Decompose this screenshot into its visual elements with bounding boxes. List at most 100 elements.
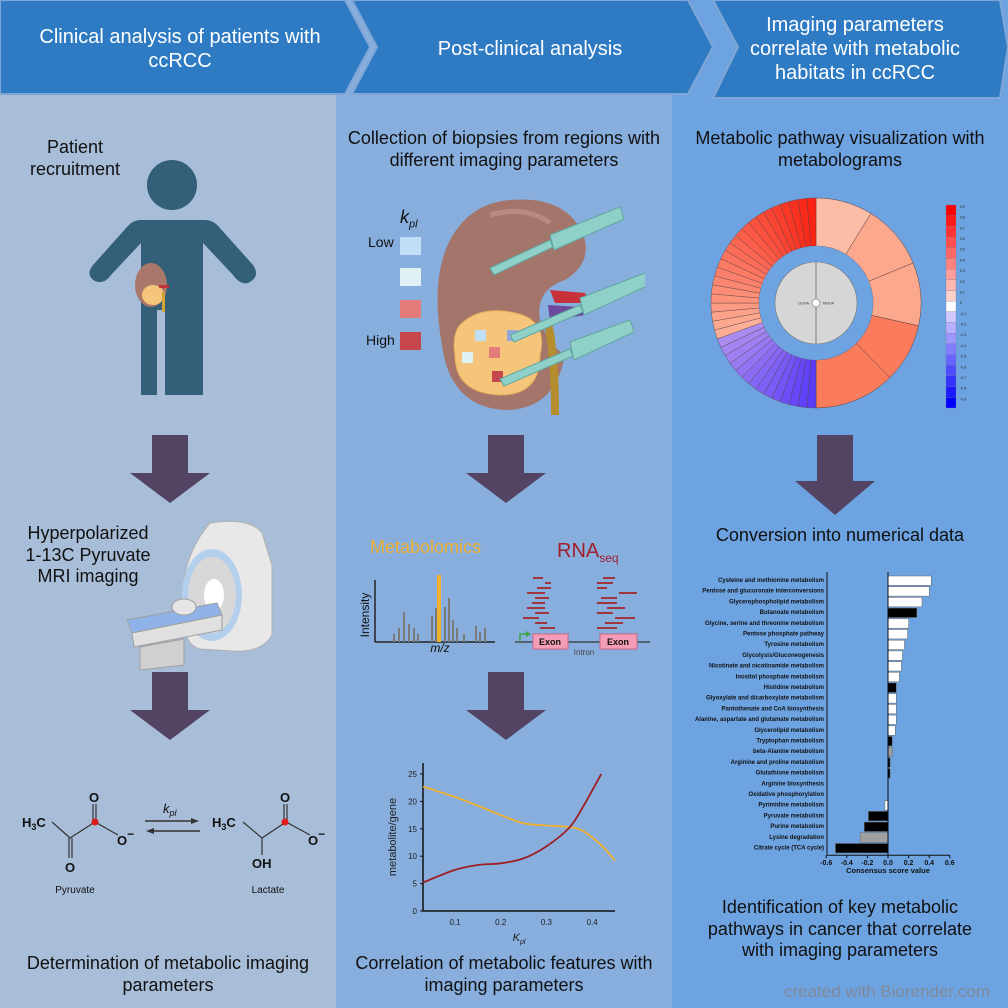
bar-category-label: Citrate cycle (TCA cycle) xyxy=(754,846,824,852)
bar xyxy=(887,650,903,661)
colorbar-tick-label: -0.9 xyxy=(960,397,966,401)
x-tick-label: 0.1 xyxy=(449,918,461,927)
bar-category-label: beta-Alanine metabolism xyxy=(753,749,824,755)
svg-text:H3C: H3C xyxy=(212,815,236,832)
bar xyxy=(887,672,900,682)
flow-arrow-down-icon xyxy=(795,435,875,515)
kidney-biopsy-icon xyxy=(437,199,645,416)
exon-1-label: Exon xyxy=(539,637,561,647)
banner-step-1-label: Clinical analysis of patients with ccRCC xyxy=(39,26,321,72)
bar-category-label: Arginine and proline metabolism xyxy=(731,760,824,766)
legend-swatch-low xyxy=(400,237,421,255)
bar-category-label: Glycolysis/Gluconeogenesis xyxy=(742,653,824,659)
ms-peak xyxy=(398,628,400,642)
x-axis-label: Consensus score value xyxy=(846,866,930,875)
pyruvate-h3c: H3C xyxy=(22,815,46,832)
ms-peak xyxy=(408,624,410,642)
colorbar-tick-label: -0.2 xyxy=(960,323,966,327)
bar xyxy=(887,586,930,597)
bar-category-label: Glycerophospholipid metabolism xyxy=(729,599,824,605)
y-tick-label: 10 xyxy=(408,852,417,861)
colorbar-cell xyxy=(945,301,957,312)
flow-arrow-down-icon xyxy=(130,672,210,740)
colorbar-tick-label: 0.1 xyxy=(960,290,965,294)
bar-category-label: Nicotinate and nicotinamide metabolism xyxy=(709,664,824,670)
bar xyxy=(887,639,905,650)
bar-category-label: Pentose and glucuronate interconversions xyxy=(702,589,824,595)
y-axis-label: metabolite/gene xyxy=(387,798,399,876)
x-tick-label: 0.4 xyxy=(924,860,934,867)
colorbar-tick-label: 0.5 xyxy=(960,248,965,252)
exon-2-label: Exon xyxy=(607,637,629,647)
x-tick-label: 0.2 xyxy=(904,860,914,867)
y-tick-label: 20 xyxy=(408,797,417,806)
svg-text:O: O xyxy=(65,860,75,875)
x-tick-label: 0.0 xyxy=(883,860,893,867)
colorbar-tick-label: -0.5 xyxy=(960,355,966,359)
intron-label: Intron xyxy=(574,648,594,657)
flow-arrow-down-icon xyxy=(130,435,210,503)
colorbar-cell xyxy=(945,354,957,366)
ms-peak xyxy=(403,612,405,642)
colorbar-cell xyxy=(945,258,957,270)
bar xyxy=(887,714,897,725)
ms-peak xyxy=(417,634,419,642)
rnaseq-reads-icon: Exon Exon Intron xyxy=(515,577,650,657)
bar xyxy=(887,746,893,757)
patient-figure-icon xyxy=(89,160,257,395)
x-tick-label: 0.3 xyxy=(541,918,553,927)
bar xyxy=(887,629,908,640)
y-tick-label: 5 xyxy=(413,880,418,889)
colorbar-tick-label: -0.7 xyxy=(960,376,966,380)
bar xyxy=(887,736,893,747)
x-tick-label: 0.4 xyxy=(587,918,599,927)
legend-high-label: High xyxy=(366,332,395,348)
x-tick-label: -0.6 xyxy=(820,860,832,867)
bar-category-label: Glycine, serine and threonine metabolism xyxy=(705,621,824,627)
identification-label: Identification of key metabolic pathways… xyxy=(707,897,973,961)
pyruvate-label: Pyruvate xyxy=(55,885,95,896)
ms-peak xyxy=(452,620,454,642)
banner-step-2-label: Post-clinical analysis xyxy=(437,38,623,60)
colorbar-tick-label: 0.6 xyxy=(960,237,965,241)
colorbar-cell xyxy=(945,343,957,355)
bar xyxy=(887,682,897,693)
colorbar-cell xyxy=(945,268,957,280)
lactate-label: Lactate xyxy=(251,885,285,896)
bar-category-label: Butanoate metabolism xyxy=(760,610,824,616)
determination-label: Determination of metabolic imaging param… xyxy=(26,953,310,995)
svg-text:O: O xyxy=(280,790,290,805)
bar-category-label: Pantothenate and CoA biosynthesis xyxy=(722,706,825,712)
colorbar-tick-label: 0 xyxy=(960,301,962,305)
mri-imaging-label: Hyperpolarized 1-13C Pyruvate MRI imagin… xyxy=(25,523,151,587)
colorbar-tick-label: 0.2 xyxy=(960,280,965,284)
ms-peak xyxy=(479,632,481,642)
metabolomics-label: Metabolomics xyxy=(370,537,482,557)
conversion-label: Conversion into numerical data xyxy=(715,525,965,545)
intensity-axis-label: Intensity xyxy=(358,593,372,638)
ms-peak xyxy=(475,626,477,642)
svg-text:O: O xyxy=(89,790,99,805)
bar-category-label: Tryptophan metabolism xyxy=(756,739,824,745)
colorbar-tick-label: 0.7 xyxy=(960,226,965,230)
flow-arrow-down-icon xyxy=(466,435,546,503)
colorbar-cell xyxy=(945,215,957,227)
bar xyxy=(864,821,889,832)
colorbar-cell xyxy=(945,397,957,409)
bar-category-label: Inositol phosphate metabolism xyxy=(736,674,824,680)
pyruvate-lactate-reaction: H3C O O O− kpl H3C O OH O− xyxy=(0,780,336,900)
mass-spectrum-icon: Intensity m/z xyxy=(358,575,495,655)
patient-recruitment-label: Patient recruitment xyxy=(30,137,121,179)
colorbar-tick-label: -0.8 xyxy=(960,387,966,391)
svg-text:OH: OH xyxy=(252,856,272,871)
bar-category-label: Oxidative phosphorylation xyxy=(748,792,824,798)
column-post-clinical xyxy=(336,0,672,1008)
legend-swatch-low-mid xyxy=(400,268,421,286)
colorbar-cell xyxy=(945,322,957,334)
y-tick-label: 0 xyxy=(413,907,418,916)
bar xyxy=(859,832,889,843)
legend-swatch-high xyxy=(400,332,421,350)
svg-text:O−: O− xyxy=(308,827,325,848)
colorbar-cell xyxy=(945,236,957,248)
